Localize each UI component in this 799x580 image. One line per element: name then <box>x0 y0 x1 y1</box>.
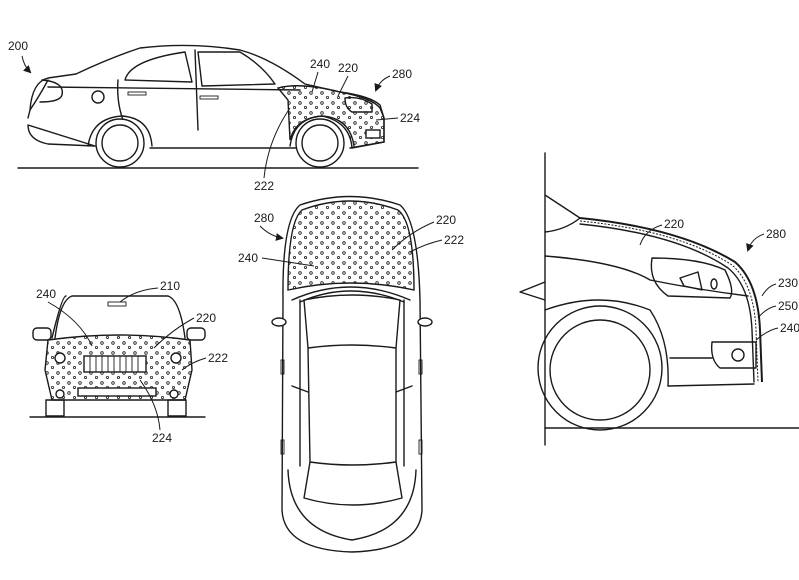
label-210-front: 210 <box>160 279 180 293</box>
label-240-detail: 240 <box>780 321 799 335</box>
side-rear-wheel <box>87 115 153 168</box>
label-222-side: 222 <box>254 179 274 193</box>
side-coated-front <box>276 85 385 149</box>
front-grille <box>83 355 147 373</box>
detail-wheel-arch <box>544 299 669 387</box>
front-windshield <box>54 295 186 339</box>
label-230-detail: 230 <box>778 276 798 290</box>
top-roof <box>307 347 397 466</box>
side-front-window <box>197 51 276 87</box>
detail-layer-250 <box>579 220 759 383</box>
right-side-mirror <box>186 327 206 341</box>
label-280-detail: 280 <box>766 227 786 241</box>
side-headlight <box>344 96 373 113</box>
side-body-outline <box>27 44 385 149</box>
right-headlight <box>170 352 182 364</box>
top-rear-window <box>303 461 403 506</box>
detail-layer-240 <box>579 223 755 383</box>
side-rear-window <box>124 51 193 83</box>
detail-tire <box>537 305 663 431</box>
label-220-front: 220 <box>196 311 216 325</box>
detail-rim <box>549 319 651 421</box>
label-222-front: 222 <box>208 351 228 365</box>
left-side-mirror <box>32 327 52 341</box>
label-280-side: 280 <box>392 67 412 81</box>
detail-fog-light <box>710 341 757 369</box>
label-240-top: 240 <box>238 251 258 265</box>
label-220-side: 220 <box>338 61 358 75</box>
detail-layer-230 <box>579 217 763 383</box>
detail-view: 220 280 230 250 240 <box>519 152 799 446</box>
detail-headlight <box>650 257 733 299</box>
fuel-door <box>91 90 105 104</box>
label-220-top: 220 <box>436 213 456 227</box>
label-240-front: 240 <box>36 287 56 301</box>
front-right-tire <box>167 399 187 417</box>
top-coated-hood <box>287 200 415 291</box>
top-view: 280 240 220 222 <box>238 195 464 553</box>
top-body-outline <box>281 195 423 553</box>
top-windshield <box>303 294 401 349</box>
left-headlight <box>54 352 66 364</box>
label-280-top: 280 <box>254 211 274 225</box>
label-220-detail: 220 <box>664 217 684 231</box>
side-view: 200 240 220 280 224 222 <box>8 39 420 193</box>
label-224-side: 224 <box>400 111 420 125</box>
top-right-mirror <box>417 317 433 327</box>
side-fog-light <box>365 129 381 139</box>
rear-view-mirror <box>107 301 127 307</box>
label-222-top: 222 <box>444 233 464 247</box>
label-200: 200 <box>8 39 28 53</box>
front-left-tire <box>45 399 65 417</box>
label-250-detail: 250 <box>778 299 798 313</box>
label-224-front: 224 <box>152 431 172 445</box>
label-240-side: 240 <box>310 57 330 71</box>
front-view: 240 210 220 222 224 <box>29 279 228 445</box>
lower-intake <box>77 387 157 397</box>
top-left-mirror <box>271 317 287 327</box>
